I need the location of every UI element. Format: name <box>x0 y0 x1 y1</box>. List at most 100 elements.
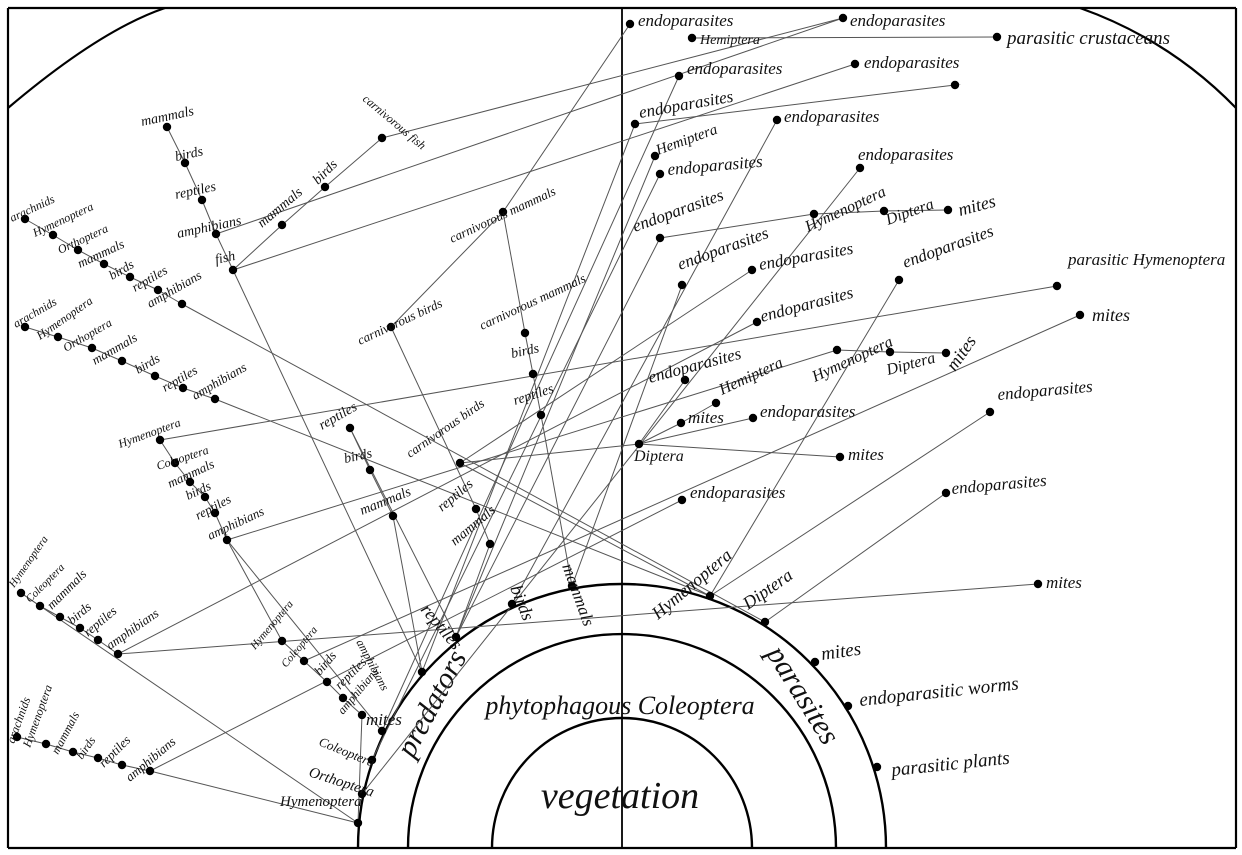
link-r_endo2-c6_amp <box>215 17 844 235</box>
node-dot-r_parhym <box>1052 281 1062 291</box>
node-dot-r_mit1 <box>943 205 953 215</box>
node-dot-r_hym2 <box>832 345 842 355</box>
link-r_dip3-r_endo15 <box>638 379 686 445</box>
node-dot-pr_mam <box>567 581 577 591</box>
link-m_cbir-m_cmam <box>390 211 504 328</box>
node-label-pr_mit: mites <box>366 710 402 729</box>
node-label-r_hym2: Hymenoptera <box>809 333 896 386</box>
node-dot-c5_mam <box>99 259 109 269</box>
node-dot-c2_hym <box>16 588 26 598</box>
node-dot-c6_mam2 <box>277 220 287 230</box>
link-c7_hym-c7_col <box>281 640 305 662</box>
node-dot-c6_rep <box>197 195 207 205</box>
node-label-c6_fish: fish <box>214 249 237 268</box>
node-dot-c1_rep <box>117 760 127 770</box>
node-label-m_bir: birds <box>343 446 374 467</box>
node-dot-c5_hym <box>48 230 58 240</box>
link-c5_ort-c5_mam <box>77 249 105 265</box>
node-dot-c7_col <box>299 656 309 666</box>
link-m_cmam2-m_cmam <box>502 211 526 334</box>
node-dot-m_cmam <box>498 207 508 217</box>
link-r_endo6-pr_amp <box>421 123 636 673</box>
node-dot-c4_ara <box>20 322 30 332</box>
node-dot-pr_hym <box>353 818 363 828</box>
node-dot-r_endo4 <box>850 59 860 69</box>
node-dot-c4_mam <box>117 356 127 366</box>
node-label-c6_rep: reptiles <box>174 180 218 203</box>
node-label-m_cmam2_rep: reptiles <box>512 382 557 409</box>
link-c4_ort-c4_mam <box>91 347 123 362</box>
node-label-r_parhym: parasitic Hymenoptera <box>1067 250 1225 269</box>
node-dot-m_cbir_rep <box>471 504 481 514</box>
node-dot-r_hem2 <box>650 151 660 161</box>
link-c5_ara-c5_hym <box>24 218 54 236</box>
node-label-pr_hym: Hymenoptera <box>279 794 362 810</box>
node-dot-r_endo17 <box>985 407 995 417</box>
link-c4_ara-c4_hym <box>24 326 59 338</box>
link-m_cbir_mam-pr_rep <box>455 543 491 638</box>
link-c7_rep-c7_amp <box>342 697 363 716</box>
node-dot-r_endo5 <box>950 80 960 90</box>
node-dot-pr_amp <box>417 667 427 677</box>
link-m_cbir-m_cbir_rep <box>390 326 477 510</box>
link-r_hem2-pr_rep <box>455 155 656 638</box>
node-dot-c1_amp <box>145 766 155 776</box>
node-dot-c6_amp <box>211 229 221 239</box>
link-c1_rep-c1_amp <box>121 764 151 772</box>
node-dot-r_endo2 <box>838 13 848 23</box>
node-dot-c6_mam <box>162 122 172 132</box>
node-label-r_mit4: mites <box>688 408 724 427</box>
node-label-r_endo6: endoparasites <box>637 87 735 122</box>
ring-labels: vegetation phytophagous Coleoptera preda… <box>389 638 846 817</box>
node-dot-c7_amp <box>357 710 367 720</box>
node-dot-r_mit6 <box>1033 579 1043 589</box>
link-c6_mam2-c6_bir2 <box>281 186 326 226</box>
node-dot-r_endo9 <box>855 163 865 173</box>
node-dot-m_cbird2 <box>455 458 465 468</box>
link-r_hym2-c3_amp <box>226 349 838 541</box>
node-dot-r_endo10 <box>655 233 665 243</box>
link-r_endo18-c1_amp <box>149 499 683 772</box>
link-c2_hym-pr_hym <box>20 592 359 824</box>
node-label-r_endo13: endoparasites <box>900 221 996 272</box>
node-dot-r_dip3 <box>634 439 644 449</box>
node-label-r_hym1: Hymenoptera <box>802 183 889 236</box>
link-r_mit4-r_hem3 <box>680 402 717 424</box>
node-label-c6_bir: birds <box>174 144 205 165</box>
link-r_endo8-pr_col <box>371 173 661 761</box>
node-dot-pa_plant <box>872 762 882 772</box>
node-dot-m_cbir <box>386 322 396 332</box>
link-r_dip3-r_endo16 <box>638 417 754 445</box>
link-m_cmam2_rep-pr_mam <box>540 414 573 587</box>
node-label-r_endo19: endoparasites <box>951 471 1048 498</box>
node-dot-c5_rep <box>153 285 163 295</box>
node-dot-r_mit2 <box>1075 310 1085 320</box>
node-label-c4_amp: amphibians <box>189 359 249 402</box>
link-c6_amp-c6_fish <box>215 233 234 271</box>
node-dot-pr_ort <box>357 789 367 799</box>
link-m_cmam-r_endo1 <box>502 23 631 213</box>
node-label-c1_rep: reptiles <box>96 732 134 770</box>
node-dot-c4_hym <box>53 332 63 342</box>
rings <box>356 582 888 849</box>
node-label-r_endo12: endoparasites <box>757 239 855 274</box>
node-label-r_endo17: endoparasites <box>997 377 1094 404</box>
node-dot-r_mit5 <box>835 452 845 462</box>
link-r_parhym-c3_hym <box>159 285 1058 441</box>
node-label-r_endo10: endoparasites <box>630 185 726 236</box>
link-c7_col-c7_bir <box>303 660 328 683</box>
node-dot-r_hym1 <box>809 209 819 219</box>
link-c5_mam-c5_bir <box>103 263 131 278</box>
link-r_endo3-pr_mit <box>381 75 680 732</box>
link-m_cbird2-pa_hym <box>459 462 711 597</box>
node-dot-c2_col <box>35 601 45 611</box>
node-dot-r_endo8 <box>655 169 665 179</box>
link-r_endo19-pa_dip <box>764 492 947 623</box>
link-c4_hym-c4_ort <box>57 336 93 349</box>
node-dot-c6_fish <box>228 265 238 275</box>
node-dot-m_cmam2_rep <box>536 410 546 420</box>
link-c4_rep-c4_amp <box>182 387 216 400</box>
link-r_mit6-c2_amp <box>117 583 1039 655</box>
link-r_endo17-pa_hym <box>709 411 991 597</box>
node-label-r_endo18: endoparasites <box>690 483 786 502</box>
